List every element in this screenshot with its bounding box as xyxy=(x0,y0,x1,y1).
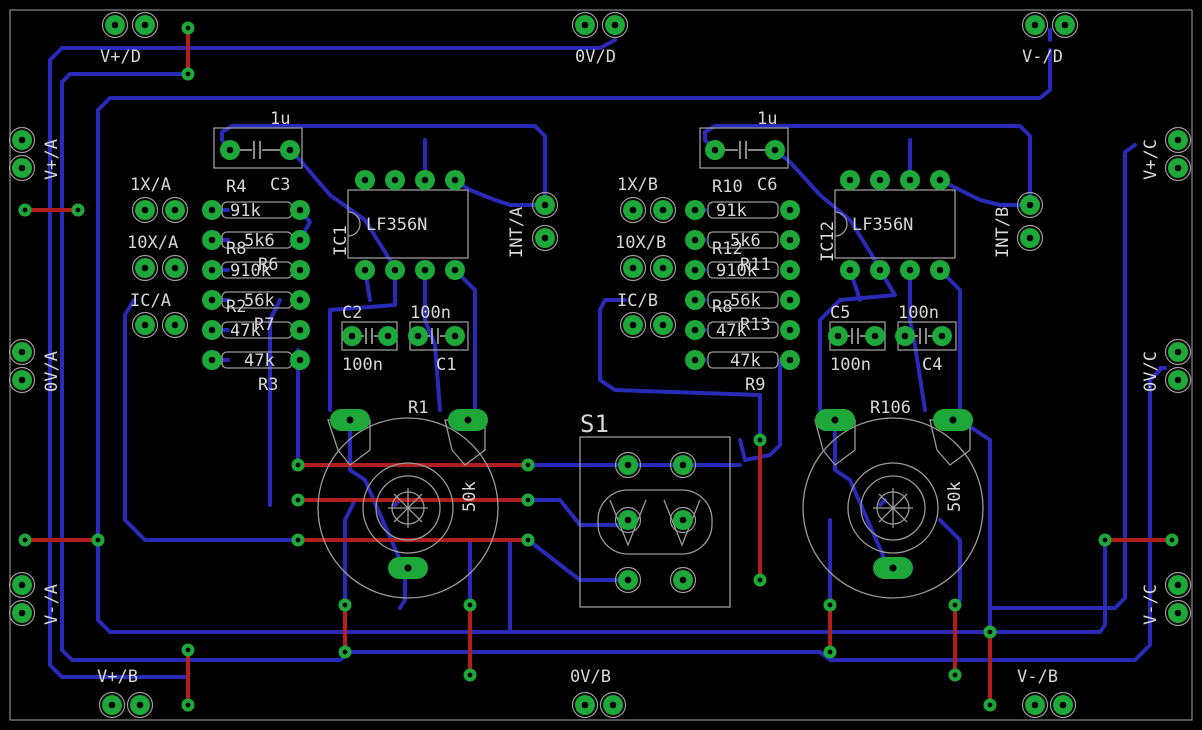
label-r106: R106 xyxy=(870,398,911,418)
label-chip-a: LF356N xyxy=(366,215,427,235)
label-v-plus-a: V+/A xyxy=(42,139,62,180)
label-c3: C3 xyxy=(270,175,290,195)
label-0v-a: 0V/A xyxy=(42,351,62,392)
label-overlap-r13: R13 xyxy=(740,315,771,335)
label-ic1: IC1 xyxy=(331,225,351,256)
label-overlap-r8b: R8 xyxy=(712,297,732,317)
label-v-minus-a: V-/A xyxy=(42,584,62,625)
label-chip-b: LF356N xyxy=(852,215,913,235)
label-c2: C2 xyxy=(342,303,362,323)
label-pot-50k-a: 50k xyxy=(460,481,480,512)
label-v-minus-b: V-/B xyxy=(1017,667,1058,687)
label-0v-c: 0V/C xyxy=(1141,351,1161,392)
label-res-a4: 56k xyxy=(244,291,275,311)
label-r9: R9 xyxy=(745,375,765,395)
label-res-a1: 91k xyxy=(230,201,261,221)
silkscreen-labels: V+/D 0V/D V-/D V+/A 0V/A V-/A V+/C 0V/C … xyxy=(42,47,1161,687)
label-res-b2: 5k6 xyxy=(730,231,761,251)
label-v-plus-c: V+/C xyxy=(1141,139,1161,180)
label-c1: C1 xyxy=(436,355,456,375)
label-ic12: IC12 xyxy=(818,221,838,262)
label-res-b6: 47k xyxy=(730,351,761,371)
label-cap-100n-c2: 100n xyxy=(342,355,383,375)
label-res-a6: 47k xyxy=(244,351,275,371)
label-v-plus-b: V+/B xyxy=(97,667,138,687)
label-1u-a: 1u xyxy=(270,109,290,129)
label-0v-d: 0V/D xyxy=(575,47,616,67)
label-res-b5: 47k xyxy=(716,321,747,341)
label-c5: C5 xyxy=(830,303,850,323)
label-pot-50k-b: 50k xyxy=(945,481,965,512)
label-res-b4: 56k xyxy=(730,291,761,311)
label-r10: R10 xyxy=(712,177,743,197)
label-1x-a: 1X/A xyxy=(130,175,171,195)
label-1u-b: 1u xyxy=(757,109,777,129)
label-cap-100n-c5: 100n xyxy=(830,355,871,375)
label-v-plus-d: V+/D xyxy=(100,47,141,67)
label-v-minus-c: V-/C xyxy=(1141,584,1161,625)
label-overlap-r6: R6 xyxy=(258,255,278,275)
label-r4: R4 xyxy=(226,177,246,197)
label-0v-b: 0V/B xyxy=(570,667,611,687)
label-overlap-r12: R12 xyxy=(712,239,743,259)
label-overlap-r2: R2 xyxy=(226,297,246,317)
label-cap-100n-c4: 100n xyxy=(898,303,939,323)
label-res-a2: 5k6 xyxy=(244,231,275,251)
label-c6: C6 xyxy=(757,175,777,195)
label-overlap-r7: R7 xyxy=(254,315,274,335)
label-r1: R1 xyxy=(408,398,428,418)
board-outline xyxy=(9,9,1193,721)
label-res-b3: 910k xyxy=(716,261,757,281)
top-traces xyxy=(23,26,1174,707)
label-int-a: INT/A xyxy=(507,207,527,258)
label-ic-b: IC/B xyxy=(617,291,658,311)
label-cap-100n-c1: 100n xyxy=(410,303,451,323)
label-10x-b: 10X/B xyxy=(615,233,666,253)
label-s1: S1 xyxy=(580,410,609,438)
label-c4: C4 xyxy=(922,355,942,375)
label-overlap-r11: R11 xyxy=(740,255,771,275)
label-1x-b: 1X/B xyxy=(617,175,658,195)
bottom-traces xyxy=(18,28,1167,679)
label-int-b: INT/B xyxy=(993,207,1013,258)
label-ic-a: IC/A xyxy=(130,291,171,311)
label-v-minus-d: V-/D xyxy=(1022,47,1063,67)
label-res-b1: 91k xyxy=(716,201,747,221)
label-res-a5: 47k xyxy=(230,321,261,341)
label-res-a3: 910k xyxy=(230,261,271,281)
label-r3: R3 xyxy=(258,375,278,395)
label-10x-a: 10X/A xyxy=(127,233,178,253)
label-overlap-r8: R8 xyxy=(226,239,246,259)
